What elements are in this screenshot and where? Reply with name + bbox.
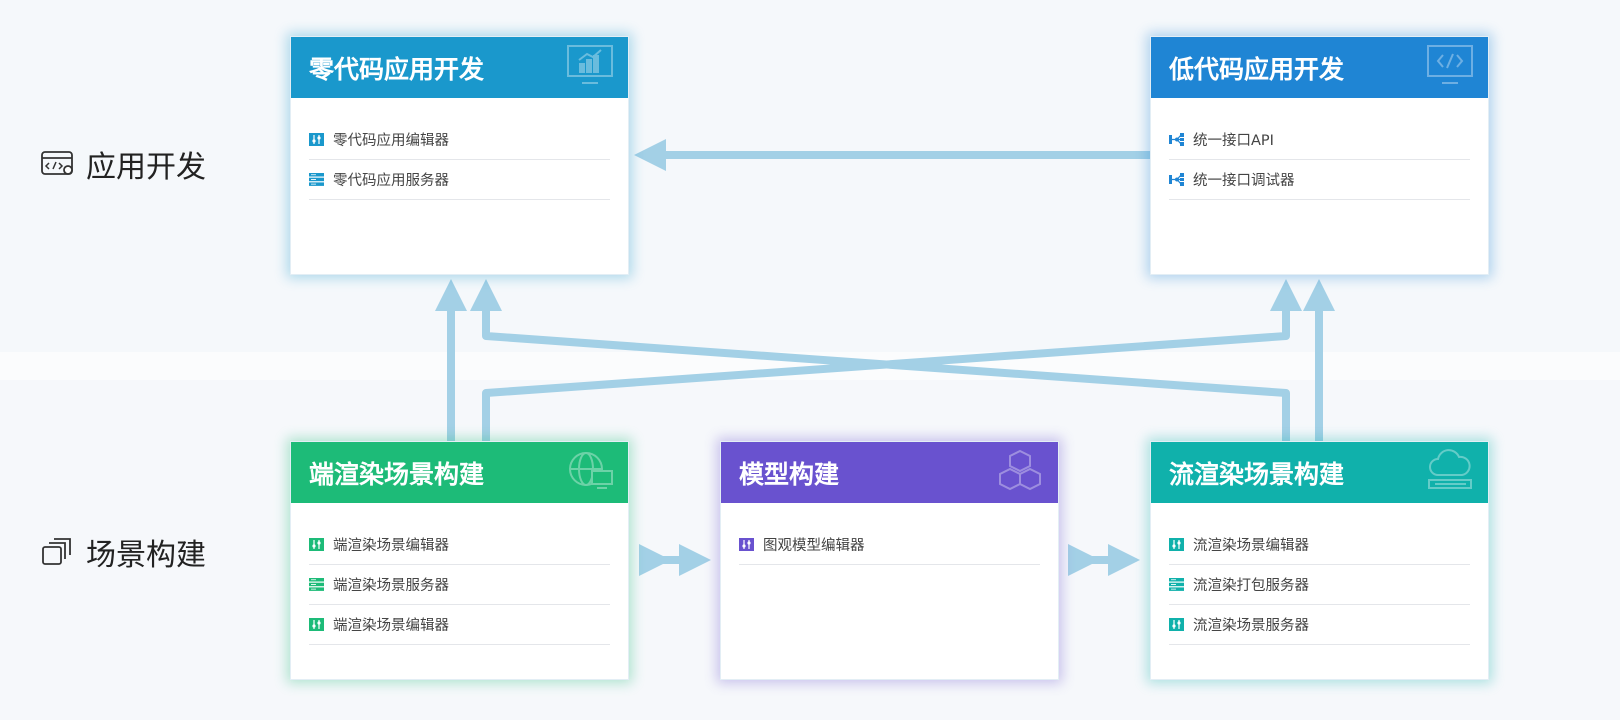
- card-header: 低代码应用开发: [1151, 37, 1488, 98]
- server-icon: [309, 578, 324, 591]
- layers-icon: [42, 538, 71, 565]
- code-settings-icon: [41, 151, 73, 175]
- card-title: 低代码应用开发: [1169, 54, 1345, 84]
- section-scene: 场景构建: [40, 530, 206, 574]
- list-item[interactable]: 端渲染场景编辑器: [309, 605, 610, 645]
- share-icon: [1169, 133, 1184, 146]
- card-model-build[interactable]: 模型构建图观模型编辑器: [720, 441, 1059, 680]
- list-item[interactable]: 零代码应用编辑器: [309, 120, 610, 160]
- item-label: 流渲染场景编辑器: [1193, 538, 1309, 554]
- card-header: 流渲染场景构建: [1151, 442, 1488, 503]
- item-label: 统一接口调试器: [1193, 173, 1295, 189]
- sliders-icon: [739, 538, 754, 551]
- item-label: 图观模型编辑器: [763, 538, 865, 554]
- list-item[interactable]: 流渲染场景编辑器: [1169, 525, 1470, 565]
- item-label: 端渲染场景编辑器: [333, 618, 449, 634]
- list-item[interactable]: 统一接口调试器: [1169, 160, 1470, 200]
- card-low-code-dev[interactable]: 低代码应用开发统一接口API 统一接口调试器: [1150, 36, 1489, 275]
- card-item-list: 图观模型编辑器: [721, 503, 1058, 565]
- sliders-icon: [309, 618, 324, 631]
- list-item[interactable]: 流渲染打包服务器: [1169, 565, 1470, 605]
- card-title: 流渲染场景构建: [1169, 459, 1345, 489]
- list-item[interactable]: 零代码应用服务器: [309, 160, 610, 200]
- item-label: 端渲染场景编辑器: [333, 538, 449, 554]
- card-zero-code-dev[interactable]: 零代码应用开发零代码应用编辑器零代码应用服务器: [290, 36, 629, 275]
- card-title: 端渲染场景构建: [309, 459, 485, 489]
- arrow-stream-to-zerocode: [470, 279, 1290, 441]
- card-title: 模型构建: [739, 459, 840, 489]
- sliders-icon: [309, 538, 324, 551]
- list-item[interactable]: 图观模型编辑器: [739, 525, 1040, 565]
- item-label: 零代码应用编辑器: [333, 133, 449, 149]
- sliders-icon: [309, 133, 324, 146]
- card-item-list: 端渲染场景编辑器端渲染场景服务器端渲染场景编辑器: [291, 503, 628, 645]
- globe-monitor-icon: [566, 449, 614, 497]
- card-header: 端渲染场景构建: [291, 442, 628, 503]
- card-client-render-scene[interactable]: 端渲染场景构建端渲染场景编辑器端渲染场景服务器端渲染场景编辑器: [290, 441, 629, 680]
- item-label: 流渲染场景服务器: [1193, 618, 1309, 634]
- item-label: 零代码应用服务器: [333, 173, 449, 189]
- section-app-dev: 应用开发: [40, 142, 206, 186]
- card-header: 模型构建: [721, 442, 1058, 503]
- sliders-icon: [1169, 538, 1184, 551]
- item-label: 端渲染场景服务器: [333, 578, 449, 594]
- sliders-icon: [1169, 618, 1184, 631]
- cloud-server-icon: [1426, 448, 1474, 497]
- item-label: 流渲染打包服务器: [1193, 578, 1309, 594]
- list-item[interactable]: 统一接口API: [1169, 120, 1470, 160]
- card-item-list: 流渲染场景编辑器流渲染打包服务器流渲染场景服务器: [1151, 503, 1488, 645]
- monitor-code-icon: [1426, 44, 1474, 92]
- list-item[interactable]: 流渲染场景服务器: [1169, 605, 1470, 645]
- cubes-icon: [996, 449, 1044, 497]
- list-item[interactable]: 端渲染场景服务器: [309, 565, 610, 605]
- item-label: 统一接口API: [1193, 133, 1274, 149]
- section-label: 应用开发: [86, 150, 206, 185]
- section-label: 场景构建: [86, 538, 206, 573]
- server-icon: [1169, 578, 1184, 591]
- monitor-chart-icon: [566, 44, 614, 92]
- share-icon: [1169, 173, 1184, 186]
- card-title: 零代码应用开发: [309, 54, 485, 84]
- card-item-list: 统一接口API 统一接口调试器: [1151, 98, 1488, 200]
- list-item[interactable]: 端渲染场景编辑器: [309, 525, 610, 565]
- card-header: 零代码应用开发: [291, 37, 628, 98]
- card-item-list: 零代码应用编辑器零代码应用服务器: [291, 98, 628, 200]
- card-stream-render-scene[interactable]: 流渲染场景构建流渲染场景编辑器流渲染打包服务器流渲染场景服务器: [1150, 441, 1489, 680]
- server-icon: [309, 173, 324, 186]
